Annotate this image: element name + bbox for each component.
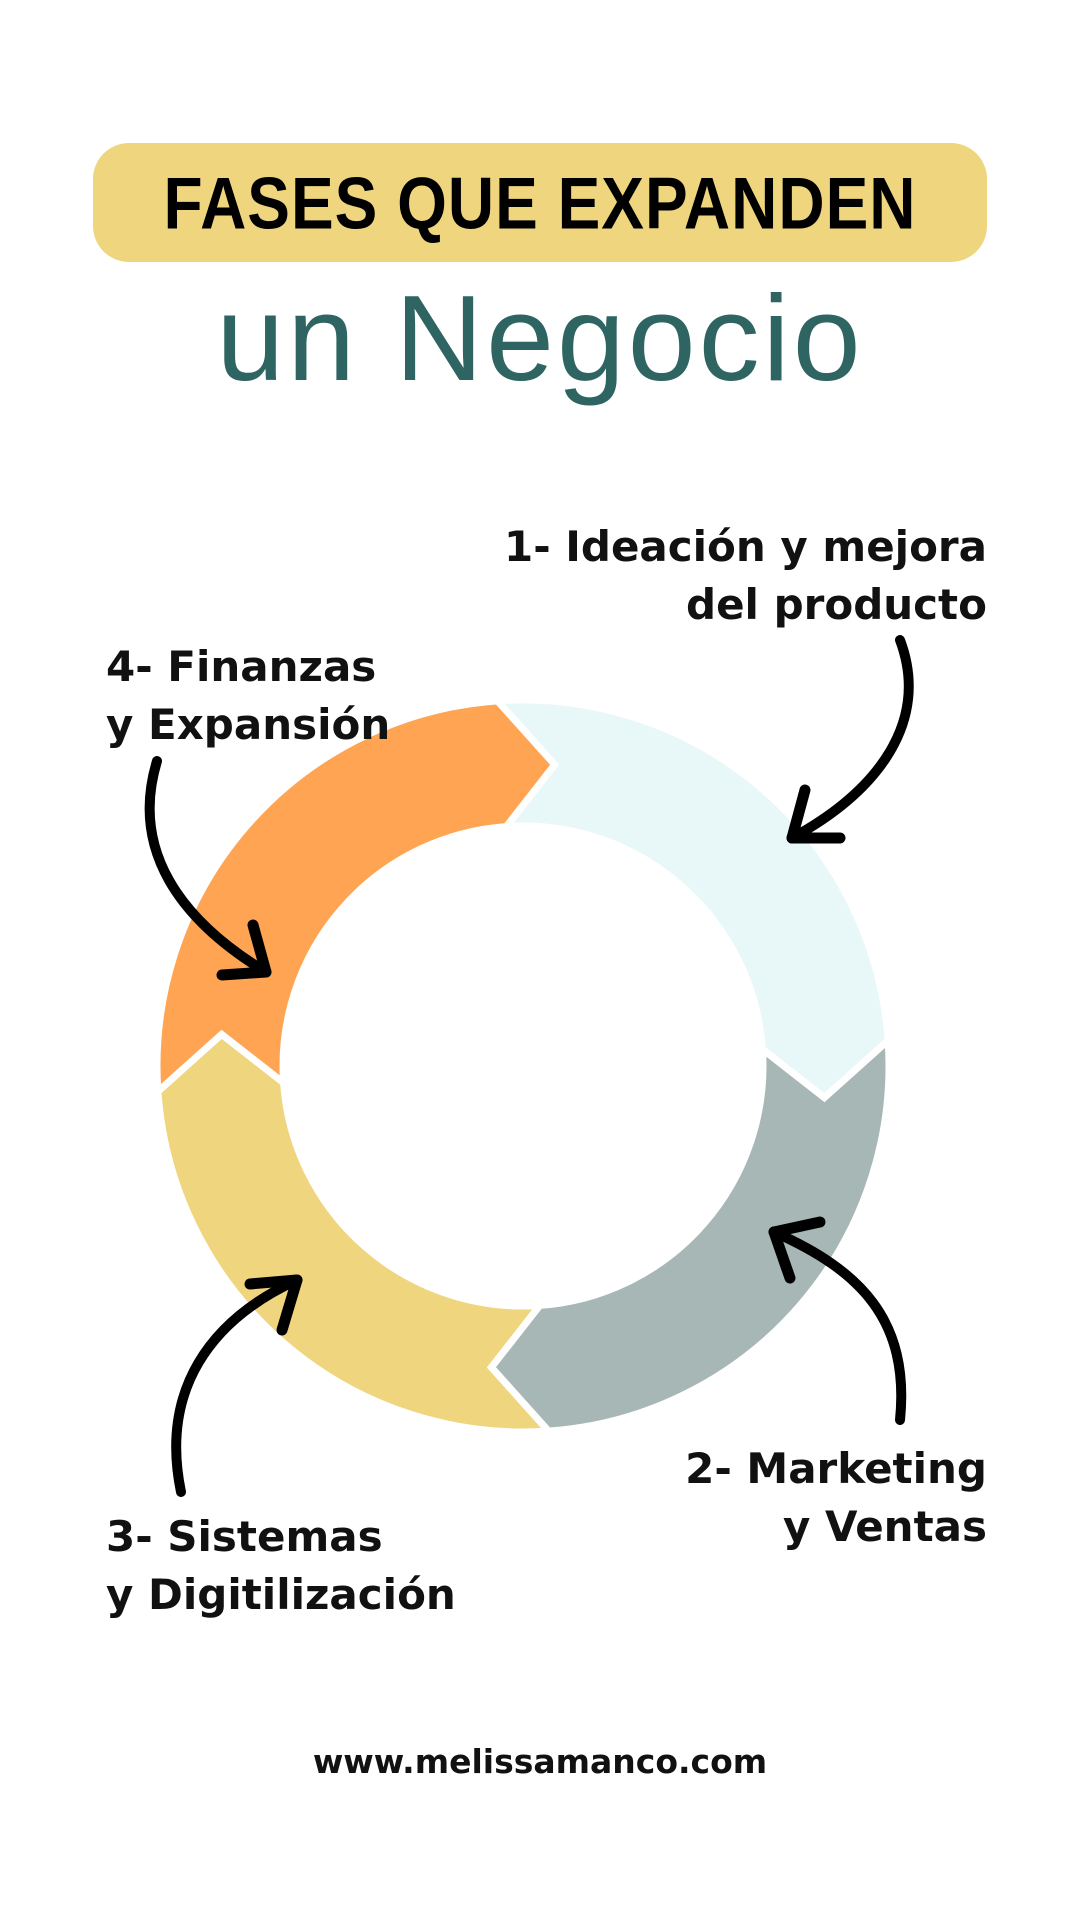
- phase-2-segment: [486, 1033, 893, 1435]
- phase-4-label: 4- Finanzas y Expansión: [106, 638, 390, 754]
- phase-4-line-2: y Expansión: [106, 700, 391, 749]
- phase-4-segment: [153, 697, 560, 1099]
- phase-2-line-2: y Ventas: [782, 1502, 987, 1551]
- phase-3-line-1: 3- Sistemas: [106, 1512, 383, 1561]
- website-url[interactable]: www.melissamanco.com: [312, 1742, 768, 1781]
- subtitle: un Negocio: [216, 270, 864, 406]
- title-banner: FASES QUE EXPANDEN: [93, 143, 987, 262]
- phase-2-line-1: 2- Marketing: [685, 1444, 987, 1493]
- phase-1-line-2: del producto: [686, 580, 987, 629]
- phase-2-label: 2- Marketing y Ventas: [685, 1440, 987, 1556]
- phase-3-line-2: y Digitilización: [106, 1570, 456, 1619]
- phase-4-line-1: 4- Finanzas: [106, 642, 377, 691]
- phase-3-segment: [154, 1029, 556, 1436]
- phase-1-arrow-icon: [786, 635, 914, 844]
- phase-4-arrow-icon: [144, 756, 272, 981]
- phase-1-label: 1- Ideación y mejora del producto: [504, 518, 987, 634]
- title: FASES QUE EXPANDEN: [163, 161, 917, 244]
- phase-1-segment: [490, 696, 892, 1103]
- phase-3-arrow-icon: [171, 1274, 303, 1497]
- phase-3-label: 3- Sistemas y Digitilización: [106, 1508, 456, 1624]
- phase-1-line-1: 1- Ideación y mejora: [503, 522, 987, 571]
- phase-2-arrow-icon: [768, 1216, 907, 1425]
